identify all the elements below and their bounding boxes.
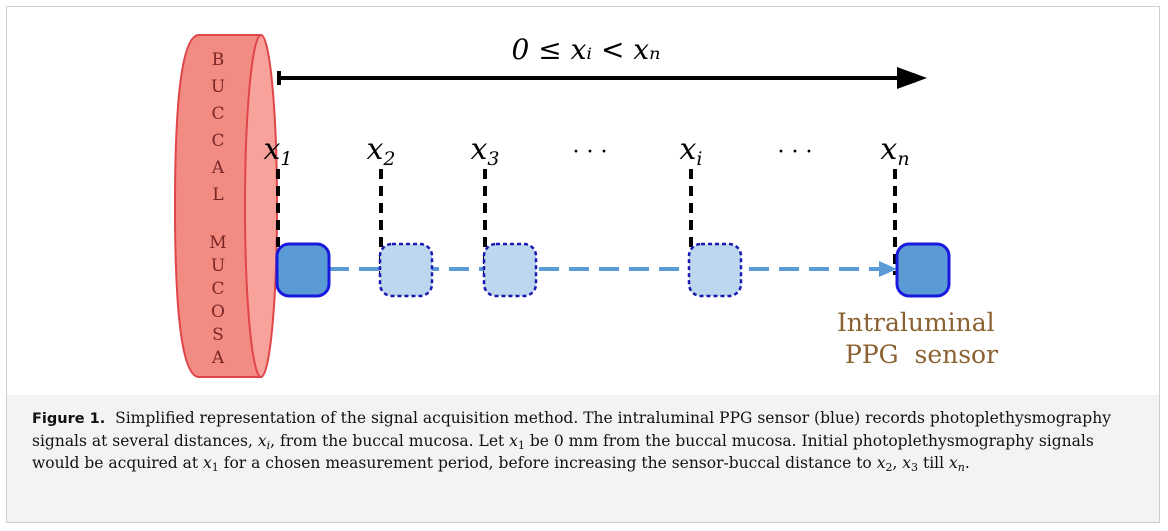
cylinder-letter: L bbox=[212, 185, 223, 205]
cylinder-letter: O bbox=[211, 302, 225, 322]
cylinder-letter: C bbox=[211, 131, 224, 151]
sensor-ghost bbox=[482, 242, 538, 298]
position-label: x1 bbox=[263, 132, 292, 170]
caption-text-6: . bbox=[964, 454, 970, 472]
sensors bbox=[275, 242, 951, 298]
cylinder-letter: U bbox=[211, 256, 225, 276]
position-label: · · · bbox=[778, 140, 813, 165]
position-label: xi bbox=[680, 132, 703, 170]
position-markers bbox=[276, 169, 897, 275]
sensor-start bbox=[275, 242, 331, 298]
caption-text-4: for a chosen measurement period, before … bbox=[218, 454, 877, 472]
cylinder-letter: M bbox=[209, 233, 226, 253]
position-label: · · · bbox=[573, 140, 608, 165]
cylinder-letter: C bbox=[211, 279, 224, 299]
caption-text-1: Simplified representation of the signal … bbox=[32, 409, 1111, 450]
cylinder-cap bbox=[244, 34, 278, 378]
cylinder-letter: A bbox=[211, 158, 225, 178]
sensor-label-line1: Intraluminal bbox=[837, 308, 995, 337]
position-label: xn bbox=[880, 132, 909, 170]
cylinder-body bbox=[173, 34, 262, 378]
caption-text-2: , from the buccal mucosa. Let bbox=[270, 432, 510, 450]
range-label: 0 ≤ xᵢ < xₙ bbox=[512, 33, 661, 66]
sensor-label-line2: PPG sensor bbox=[845, 340, 998, 369]
position-label: x2 bbox=[366, 132, 395, 170]
figure-caption: Figure 1. Simplified representation of t… bbox=[32, 409, 1111, 474]
cylinder-letter: B bbox=[212, 50, 225, 70]
cylinder-letter: A bbox=[211, 348, 225, 368]
position-label: x3 bbox=[470, 132, 499, 170]
cylinder-letter: U bbox=[211, 77, 225, 97]
caption-text-3: be 0 mm from the buccal mucosa. Initial … bbox=[32, 432, 1094, 472]
caption-label: Figure 1. bbox=[32, 411, 106, 427]
distance-range-arrow bbox=[277, 67, 927, 89]
sensor-end bbox=[895, 242, 951, 298]
sensor-ghost bbox=[378, 242, 434, 298]
cylinder-letter: C bbox=[211, 104, 224, 124]
position-labels: x1 x2 x3 · · · xi · · · xn bbox=[263, 132, 909, 170]
cylinder-letter: S bbox=[212, 325, 224, 345]
caption-text-5: till bbox=[918, 454, 950, 472]
sensor-ghost bbox=[687, 242, 743, 298]
